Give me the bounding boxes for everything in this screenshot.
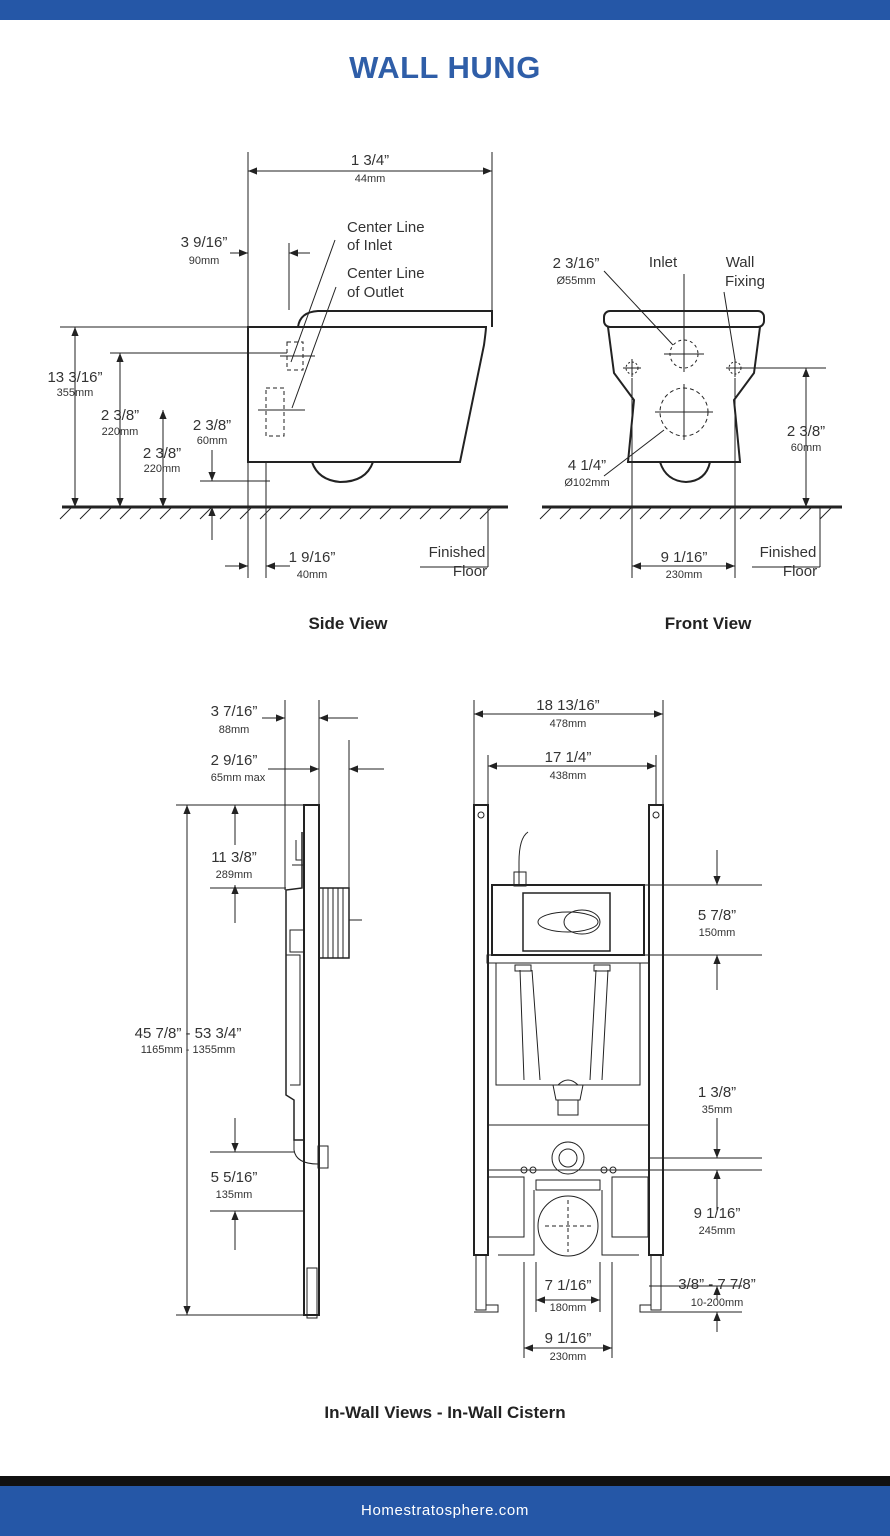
side-inlet-offset-in: 3 9/16” (181, 234, 228, 251)
footer-divider (0, 1476, 890, 1486)
side-finished-floor-1: Finished (429, 544, 486, 561)
top-banner (0, 0, 890, 20)
side-wall-gap-in: 1 9/16” (289, 549, 336, 566)
inwall-frame-height-in: 45 7/8” - 53 3/4” (135, 1025, 242, 1042)
inwall-depth-in: 3 7/16” (211, 703, 258, 720)
toilet-bowl-front (607, 326, 761, 463)
front-view-labels: 2 3/16” Ø55mm Inlet Wall Fixing 4 1/4” Ø… (553, 254, 826, 633)
side-view (59, 152, 508, 578)
inwall-front-view (473, 700, 762, 1358)
inwall-side-view (176, 700, 384, 1319)
cistern-tank (491, 884, 645, 956)
side-wall-gap-mm: 40mm (297, 569, 328, 581)
inwall-outer-width-mm: 478mm (550, 718, 587, 730)
front-wall-fixing-2: Fixing (725, 273, 765, 290)
center-line-outlet-1: Center Line (347, 265, 425, 282)
inwall-leg-adjust-in: 3/8” - 7 7/8” (678, 1276, 756, 1293)
front-fixing-height-in: 2 3/8” (787, 423, 825, 440)
footer-site: Homestratosphere.com (0, 1486, 890, 1536)
side-height-in: 13 3/16” (47, 369, 102, 386)
inwall-depth-mm: 88mm (219, 724, 250, 736)
inwall-frame-height-mm: 1165mm - 1355mm (141, 1044, 236, 1056)
side-outlet-height-mm: 220mm (144, 463, 181, 475)
inwall-inlet-gap-mm: 35mm (702, 1104, 733, 1116)
side-height-mm: 355mm (57, 387, 94, 399)
inwall-inlet-gap-in: 1 3/8” (698, 1084, 736, 1101)
toilet-seat-side (297, 310, 493, 328)
front-fixing-spacing-mm: 230mm (666, 569, 703, 581)
inwall-outlet-height-in: 9 1/16” (694, 1205, 741, 1222)
center-line-inlet-1: Center Line (347, 219, 425, 236)
inwall-caption: In-Wall Views - In-Wall Cistern (324, 1403, 565, 1422)
inwall-pipe-height-mm: 135mm (216, 1189, 253, 1201)
inwall-fixing-spacing-in: 9 1/16” (545, 1330, 592, 1347)
side-finished-floor-2: Floor (453, 563, 487, 580)
front-wall-fixing-1: Wall (726, 254, 755, 271)
inwall-panel-height-in: 5 7/8” (698, 907, 736, 924)
inwall-side-labels: 3 7/16” 88mm 2 9/16” 65mm max 11 3/8” 28… (135, 703, 266, 1201)
flush-panel (522, 892, 611, 952)
inwall-depth2-in: 2 9/16” (211, 752, 258, 769)
front-view-caption: Front View (665, 614, 752, 633)
front-inlet-dia-mm: Ø55mm (556, 275, 595, 287)
inwall-pipe-height-in: 5 5/16” (211, 1169, 258, 1186)
inwall-cistern-top-in: 11 3/8” (211, 849, 257, 866)
inwall-front-labels: 18 13/16” 478mm 17 1/4” 438mm 5 7/8” 150… (536, 697, 755, 1363)
front-outlet-dia-in: 4 1/4” (568, 457, 606, 474)
front-inlet-dia-in: 2 3/16” (553, 255, 600, 272)
side-top-width-in: 1 3/4” (351, 152, 389, 169)
frame-post-side (303, 804, 320, 1316)
inwall-inner-width-mm: 438mm (550, 770, 587, 782)
front-outlet-dia-mm: Ø102mm (564, 477, 609, 489)
inwall-leg-adjust-mm: 10-200mm (691, 1297, 744, 1309)
front-fixing-spacing-in: 9 1/16” (661, 549, 708, 566)
center-line-outlet-2: of Outlet (347, 284, 405, 301)
front-finished-floor-2: Floor (783, 563, 817, 580)
inwall-cistern-top-mm: 289mm (216, 869, 253, 881)
side-outlet-offset-mm: 60mm (197, 435, 228, 447)
side-inlet-height-mm: 220mm (102, 426, 139, 438)
inwall-fixing-spacing-mm: 230mm (550, 1351, 587, 1363)
front-fixing-height-mm: 60mm (791, 442, 822, 454)
inwall-outer-width-in: 18 13/16” (536, 697, 599, 714)
side-view-caption: Side View (308, 614, 388, 633)
front-inlet-label: Inlet (649, 254, 678, 271)
frame-post-right (648, 804, 664, 1256)
side-top-width-mm: 44mm (355, 173, 386, 185)
inwall-bracket-spacing-mm: 180mm (550, 1302, 587, 1314)
front-finished-floor-1: Finished (760, 544, 817, 561)
side-outlet-offset-in: 2 3/8” (193, 417, 231, 434)
inwall-outlet-height-mm: 245mm (699, 1225, 736, 1237)
frame-post-left (473, 804, 489, 1256)
side-view-labels: 1 3/4” 44mm 3 9/16” 90mm Center Line of … (47, 152, 487, 633)
inwall-bracket-spacing-in: 7 1/16” (545, 1277, 592, 1294)
side-inlet-height-in: 2 3/8” (101, 407, 139, 424)
inwall-inner-width-in: 17 1/4” (545, 749, 592, 766)
front-view (539, 270, 842, 578)
toilet-bowl-side (247, 326, 488, 463)
inwall-panel-height-mm: 150mm (699, 927, 736, 939)
center-line-inlet-2: of Inlet (347, 237, 393, 254)
side-outlet-height-in: 2 3/8” (143, 445, 181, 462)
page-title: WALL HUNG (349, 50, 541, 85)
side-inlet-offset-mm: 90mm (189, 255, 220, 267)
inwall-depth2-mm: 65mm max (211, 772, 266, 784)
